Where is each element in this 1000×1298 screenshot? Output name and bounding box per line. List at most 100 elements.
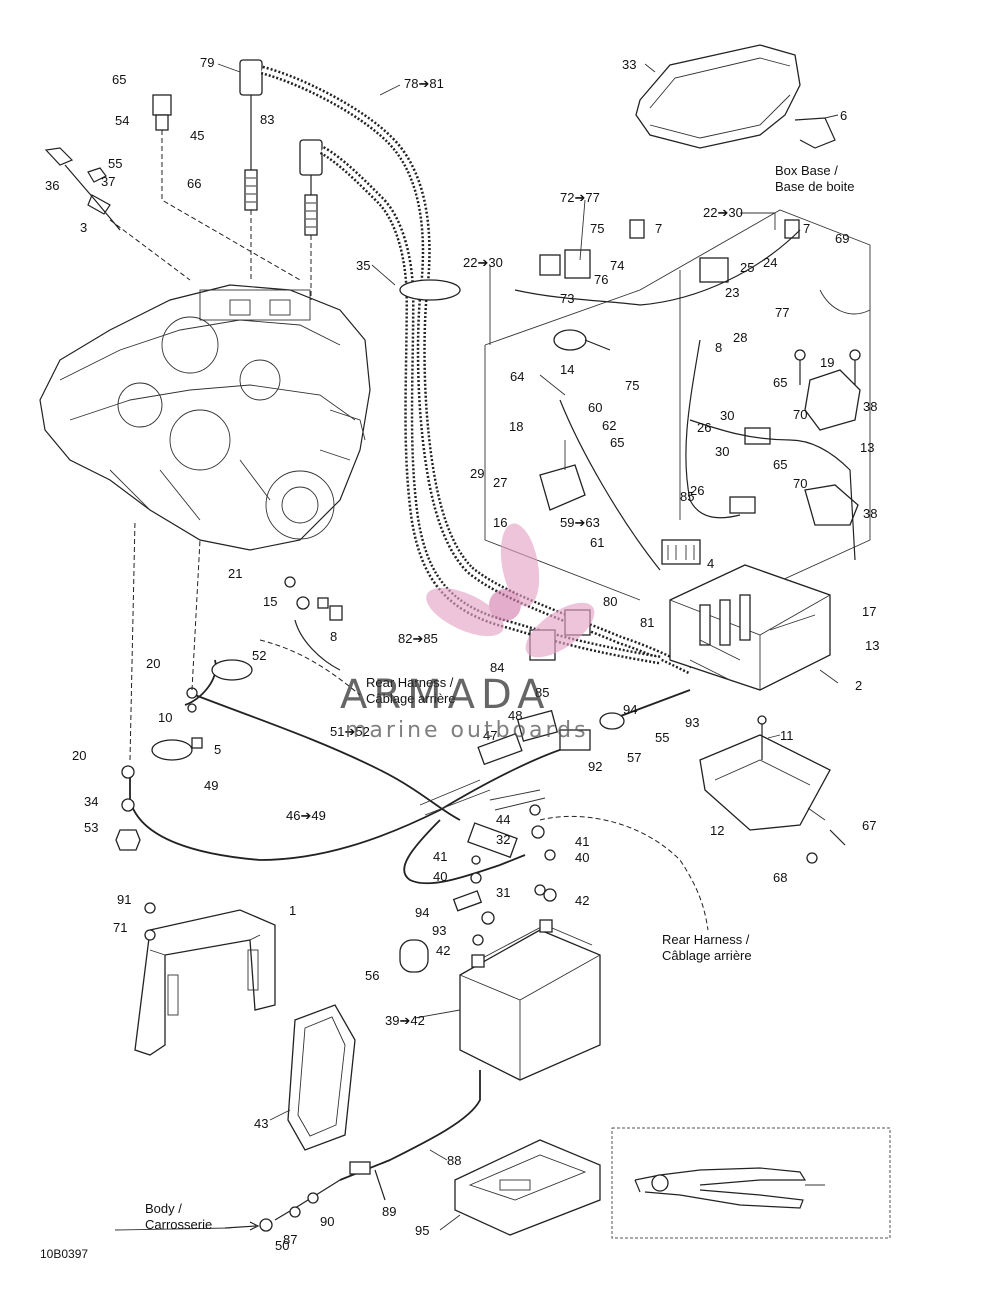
callout: 37 (101, 174, 115, 189)
callout: 87 (283, 1232, 297, 1247)
watermark-brand: ARMADA (340, 672, 551, 718)
callout: 2 (855, 678, 862, 693)
callout: 56 (365, 968, 379, 983)
callout: 27 (493, 475, 507, 490)
callout: 54 (115, 113, 129, 128)
callout: 65 (112, 72, 126, 87)
callout: 69 (835, 231, 849, 246)
callout: 24 (763, 255, 777, 270)
callout-labels: 79 78➔81 65 54 45 55 37 36 3 66 83 35 22… (45, 55, 879, 1253)
note-box-base-fr: Base de boite (775, 179, 855, 194)
callout: 80 (603, 594, 617, 609)
callout: 42 (575, 893, 589, 908)
callout: 74 (610, 258, 624, 273)
callout: 90 (320, 1214, 334, 1229)
note-box-base: Box Base / (775, 163, 838, 178)
callout: 11 (780, 728, 794, 743)
note-body: Body / (145, 1201, 182, 1216)
callout: 64 (510, 369, 524, 384)
engine-block (39, 284, 371, 551)
callout: 91 (117, 892, 131, 907)
callout: 12 (710, 823, 724, 838)
callout: 66 (187, 176, 201, 191)
callout: 34 (84, 794, 98, 809)
callout: 70 (793, 476, 807, 491)
callout: 73 (560, 291, 574, 306)
electrical-box (484, 44, 871, 864)
callout: 14 (560, 362, 574, 377)
notes: Box Base / Base de boite Rear Harness / … (40, 163, 855, 1261)
callout: 7 (803, 221, 810, 236)
callout: 35 (356, 258, 370, 273)
callout: 68 (773, 870, 787, 885)
callout: 70 (793, 407, 807, 422)
callout: 76 (594, 272, 608, 287)
callout: 83 (260, 112, 274, 127)
callout: 89 (382, 1204, 396, 1219)
callout: 65 (773, 457, 787, 472)
callout: 13 (865, 638, 879, 653)
callout: 10 (158, 710, 172, 725)
callout: 29 (470, 466, 484, 481)
callout: 47 (483, 728, 497, 743)
callout: 38 (863, 506, 877, 521)
callout: 4 (707, 556, 714, 571)
callout: 60 (588, 400, 602, 415)
figure-id: 10B0397 (40, 1247, 88, 1261)
callout: 49 (204, 778, 218, 793)
callout: 18 (509, 419, 523, 434)
propeller-logo (426, 523, 595, 658)
callout: 22➔30 (463, 255, 503, 270)
callout: 92 (588, 759, 602, 774)
callout: 19 (820, 355, 834, 370)
callout: 48 (508, 708, 522, 723)
callout: 30 (715, 444, 729, 459)
battery-assembly (134, 804, 601, 1236)
callout: 75 (590, 221, 604, 236)
callout: 40 (433, 869, 447, 884)
callout: 59➔63 (560, 515, 600, 530)
callout: 61 (590, 535, 604, 550)
callout: 77 (775, 305, 789, 320)
callout: 62 (602, 418, 616, 433)
callout: 51➔52 (330, 724, 370, 739)
callout: 20 (146, 656, 160, 671)
callout: 7 (655, 221, 662, 236)
callout: 40 (575, 850, 589, 865)
callout: 93 (432, 923, 446, 938)
note-body-fr: Carrosserie (145, 1217, 212, 1232)
note-rear-harness: Rear Harness / (366, 675, 454, 690)
callout: 38 (863, 399, 877, 414)
callout: 13 (860, 440, 874, 455)
callout: 43 (254, 1116, 268, 1131)
callout: 32 (496, 832, 510, 847)
callout: 8 (330, 629, 337, 644)
callout: 26 (697, 420, 711, 435)
callout: 41 (433, 849, 447, 864)
callout: 55 (108, 156, 122, 171)
callout: 78➔81 (404, 76, 444, 91)
callout: 45 (190, 128, 204, 143)
callout: 21 (228, 566, 242, 581)
callout: 94 (415, 905, 429, 920)
callout: 53 (84, 820, 98, 835)
watermark-tagline: marine outboards (345, 718, 589, 743)
callout: 15 (263, 594, 277, 609)
callout: 25 (740, 260, 754, 275)
callout: 93 (685, 715, 699, 730)
callout: 84 (490, 660, 504, 675)
callout: 46➔49 (286, 808, 326, 823)
note-rear-harness-fr: Câblage arrière (366, 691, 456, 706)
callout: 16 (493, 515, 507, 530)
callout: 8 (715, 340, 722, 355)
callout: 23 (725, 285, 739, 300)
callout: 42 (436, 943, 450, 958)
callout: 81 (640, 615, 654, 630)
callout: 82➔85 (398, 631, 438, 646)
callout: 36 (45, 178, 59, 193)
callout: 71 (113, 920, 127, 935)
callout: 79 (200, 55, 214, 70)
callout: 95 (415, 1223, 429, 1238)
callout: 22➔30 (703, 205, 743, 220)
